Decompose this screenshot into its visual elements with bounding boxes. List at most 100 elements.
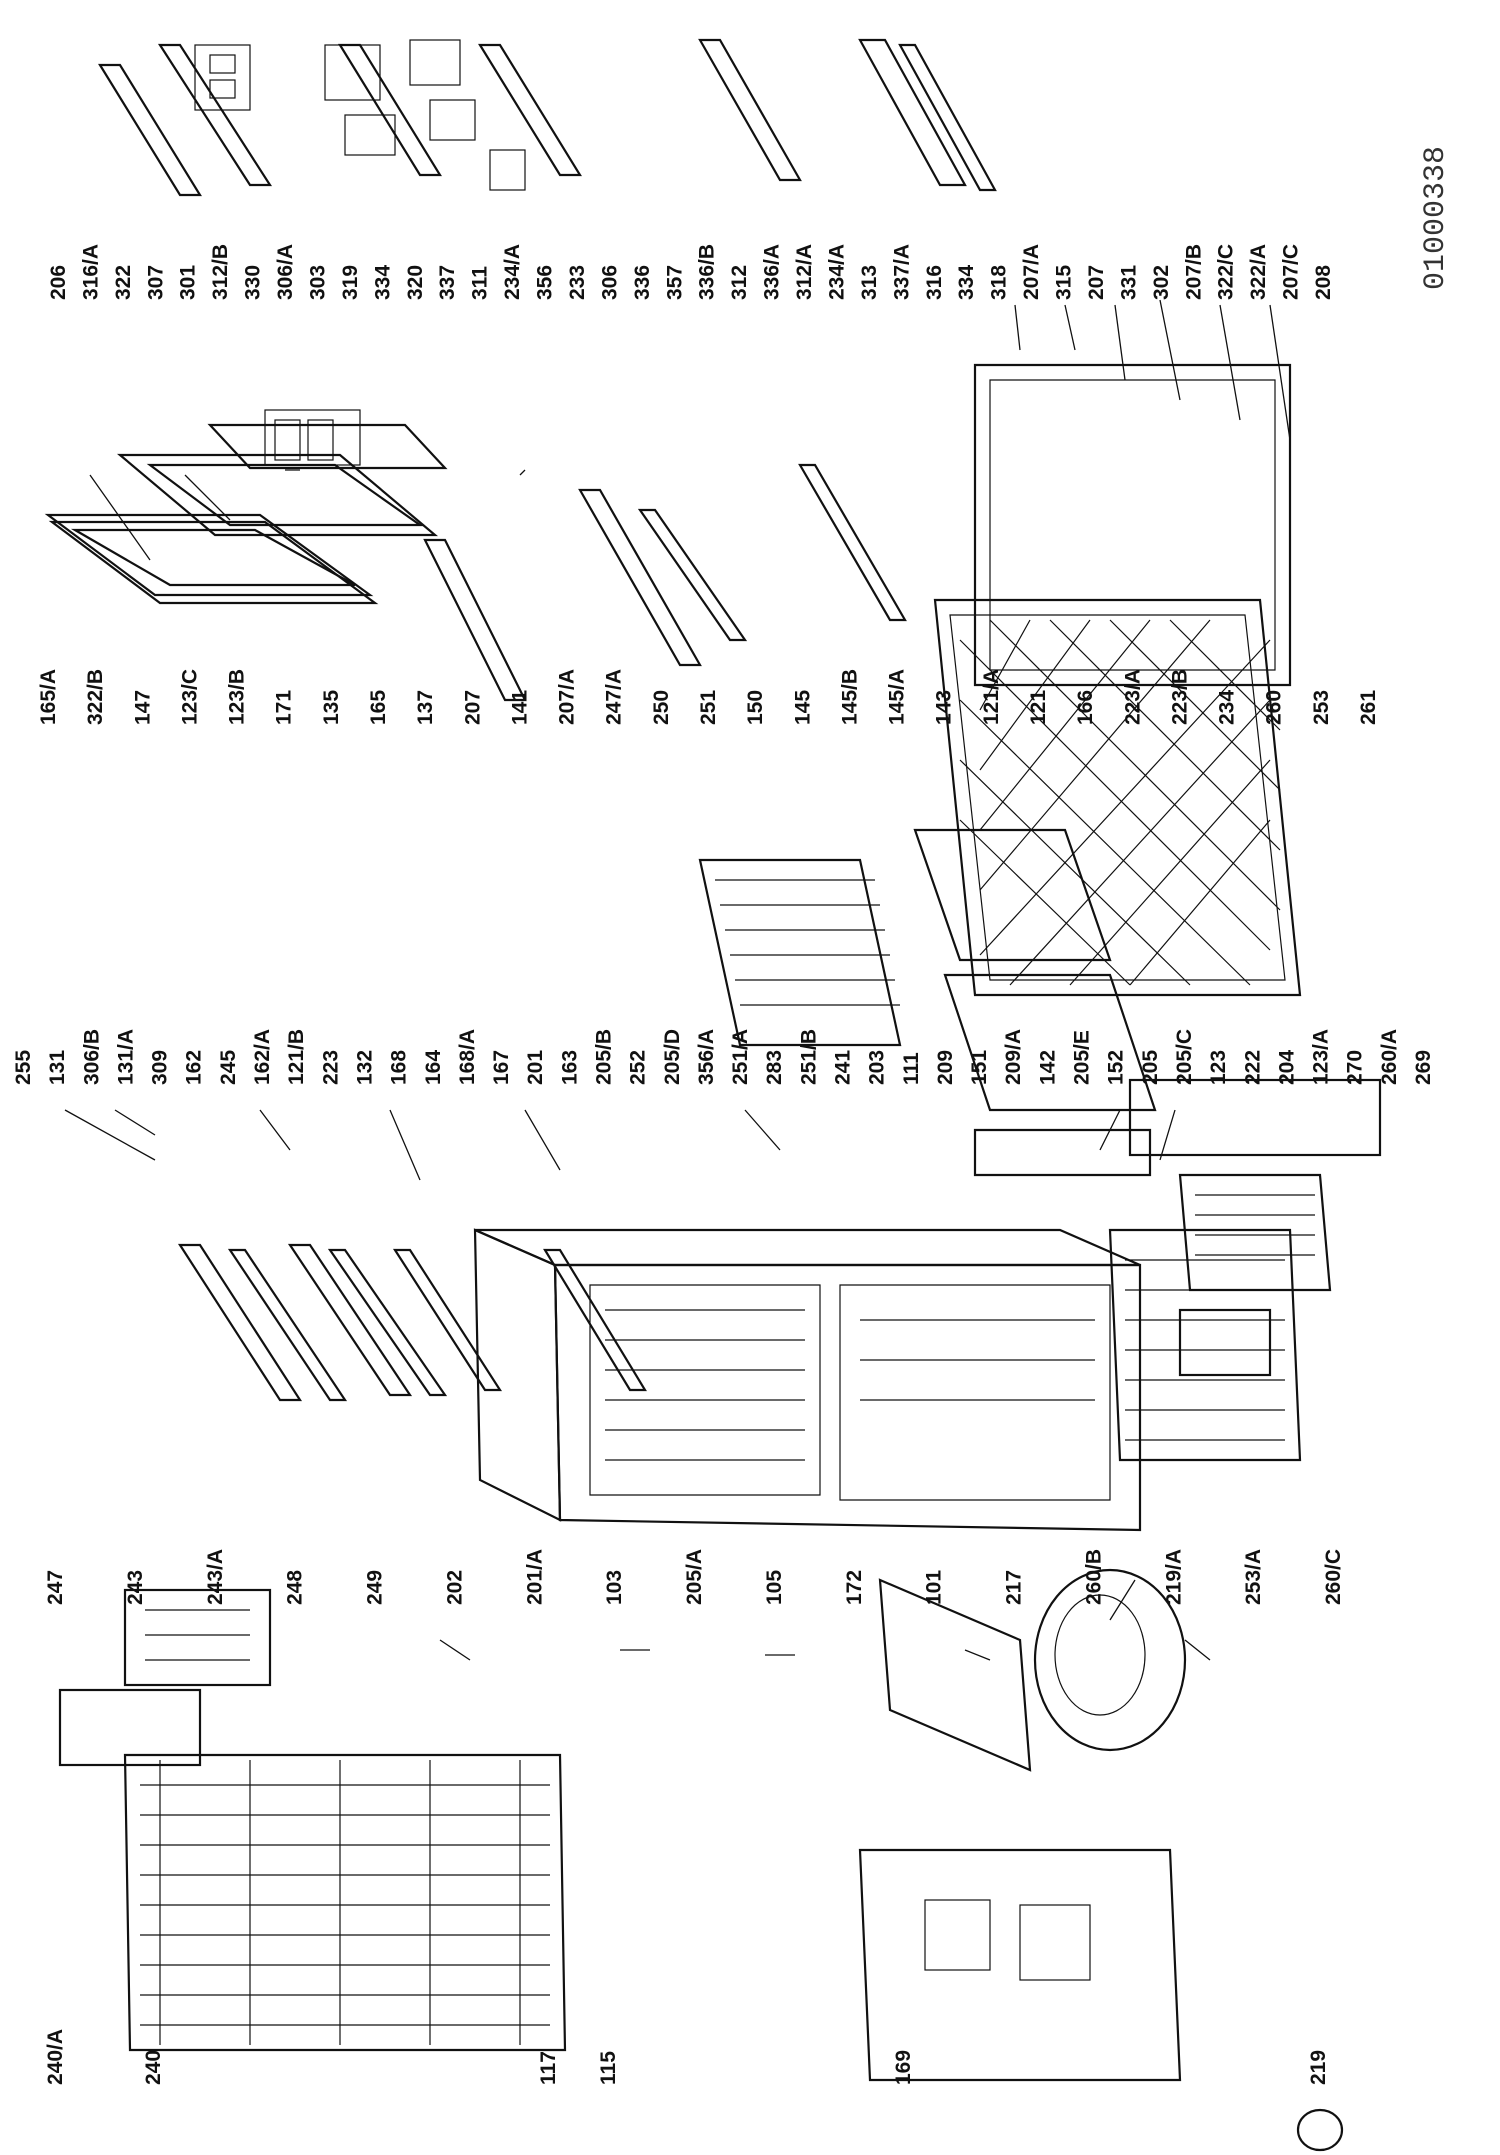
part-label: 233 — [566, 265, 589, 300]
part-label: 241 — [832, 1050, 855, 1085]
part-label: 132 — [354, 1050, 377, 1085]
part-label: 223/A — [1121, 669, 1144, 725]
part-label: 269 — [1412, 1050, 1435, 1085]
part-label: 202 — [443, 1570, 466, 1605]
part-label: 322/B — [84, 669, 107, 725]
part-label: 205/D — [661, 1029, 684, 1085]
part-label: 245 — [217, 1050, 240, 1085]
part-label: 306 — [598, 265, 621, 300]
part-label: 166 — [1074, 690, 1097, 725]
part-label: 137 — [414, 690, 437, 725]
part-label: 207/A — [556, 669, 579, 725]
freezer-grille — [933, 363, 1302, 997]
part-label: 319 — [339, 265, 362, 300]
part-label: 331 — [1117, 265, 1140, 300]
part-label: 219/A — [1162, 1549, 1185, 1605]
part-label: 312/B — [209, 244, 232, 300]
part-label: 316/A — [79, 244, 102, 300]
ice-trays — [58, 1588, 272, 1767]
part-label: 336/B — [696, 244, 719, 300]
part-label: 152 — [1105, 1050, 1128, 1085]
part-label: 165 — [367, 690, 390, 725]
part-label: 322/A — [1247, 244, 1270, 300]
part-label: 240 — [142, 2050, 165, 2085]
part-label: 143 — [933, 690, 956, 725]
part-label: 303 — [307, 265, 330, 300]
condenser-coil — [123, 1753, 567, 2052]
part-label: 121/A — [980, 669, 1003, 725]
part-label: 234/A — [501, 244, 524, 300]
part-label: 306/A — [274, 244, 297, 300]
part-label: 209/A — [1002, 1029, 1025, 1085]
part-label: 205/E — [1071, 1030, 1094, 1085]
part-label: 252 — [627, 1050, 650, 1085]
part-illustrations — [44, 38, 1382, 2152]
part-label: 249 — [364, 1570, 387, 1605]
part-label: 337/A — [890, 244, 913, 300]
part-label: 248 — [284, 1570, 307, 1605]
part-label: 223 — [319, 1050, 342, 1085]
part-label: 141 — [508, 690, 531, 725]
part-label: 204 — [1275, 1050, 1298, 1085]
part-label: 250 — [650, 690, 673, 725]
part-label: 318 — [988, 265, 1011, 300]
part-label: 336 — [631, 265, 654, 300]
part-label: 103 — [603, 1570, 626, 1605]
part-label: 356 — [534, 265, 557, 300]
part-label: 168/A — [456, 1029, 479, 1085]
part-label: 315 — [1053, 265, 1076, 300]
part-label: 203 — [866, 1050, 889, 1085]
part-label: 207/C — [1280, 244, 1303, 300]
part-label: 270 — [1344, 1050, 1367, 1085]
door-shelf-rails — [98, 38, 997, 197]
part-label: 111 — [900, 1052, 923, 1085]
part-label: 322/C — [1215, 244, 1238, 300]
part-label: 219 — [1307, 2050, 1330, 2085]
part-label: 309 — [149, 1050, 172, 1085]
part-label: 322 — [112, 265, 135, 300]
part-label: 167 — [490, 1050, 513, 1085]
part-label: 243/A — [204, 1549, 227, 1605]
part-label: 171 — [273, 690, 296, 725]
part-label: 162 — [183, 1050, 206, 1085]
part-label: 207 — [1085, 265, 1108, 300]
part-label: 123/A — [1310, 1029, 1333, 1085]
evaporator-assembly — [698, 828, 1157, 1177]
part-label: 142 — [1036, 1050, 1059, 1085]
part-label: 115 — [597, 2051, 620, 2085]
part-label: 222 — [1241, 1050, 1264, 1085]
part-label: 207/A — [1020, 244, 1043, 300]
part-label: 243 — [124, 1570, 147, 1605]
part-label: 207/B — [1182, 244, 1205, 300]
part-label: 251/A — [729, 1029, 752, 1085]
part-label: 131 — [46, 1050, 69, 1085]
part-label: 251 — [697, 690, 720, 725]
compressor — [878, 1568, 1187, 1772]
freezer-door — [44, 409, 448, 605]
part-label: 145 — [791, 690, 814, 725]
part-label: 209 — [934, 1050, 957, 1085]
part-label: 301 — [177, 265, 200, 300]
part-label: 121/B — [285, 1029, 308, 1085]
part-label: 164 — [422, 1050, 445, 1085]
part-label: 168 — [388, 1050, 411, 1085]
part-label: 207 — [461, 690, 484, 725]
part-label: 247/A — [603, 669, 626, 725]
part-label: 135 — [320, 690, 343, 725]
part-label: 283 — [763, 1050, 786, 1085]
drawing-code: 01000338 — [1419, 146, 1453, 290]
part-label: 260/B — [1082, 1549, 1105, 1605]
part-label: 261 — [1357, 690, 1380, 725]
part-label: 201 — [524, 1050, 547, 1085]
part-label: 123 — [1207, 1050, 1230, 1085]
part-label: 145/B — [838, 669, 861, 725]
part-label: 356/A — [695, 1029, 718, 1085]
part-label: 145/A — [886, 669, 909, 725]
part-label: 240/A — [44, 2029, 67, 2085]
refrigerator-cabinet — [473, 1228, 1142, 1532]
part-label: 312/A — [793, 244, 816, 300]
part-label: 316 — [923, 265, 946, 300]
part-label: 201/A — [523, 1549, 546, 1605]
part-label: 251/B — [797, 1029, 820, 1085]
